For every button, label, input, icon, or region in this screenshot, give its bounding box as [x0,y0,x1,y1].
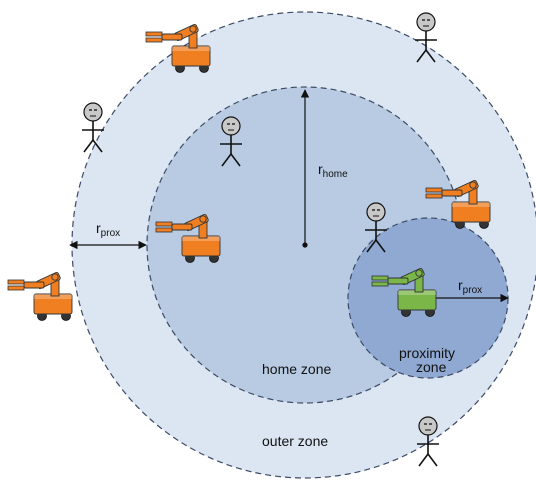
r-home-label: rhome [318,161,348,180]
robot-arm-icon [7,271,73,321]
home-center-dot [302,242,308,248]
r-prox-label-left: rprox [96,220,120,239]
outer-zone-label: outer zone [262,433,328,449]
r-prox-label-right: rprox [458,277,482,296]
robot-arm-icon [145,23,211,73]
proximity-zone-label-line2: zone [416,359,447,375]
home-zone-label: home zone [262,361,331,377]
proximity-zone-label-line1: proximity [399,345,455,361]
